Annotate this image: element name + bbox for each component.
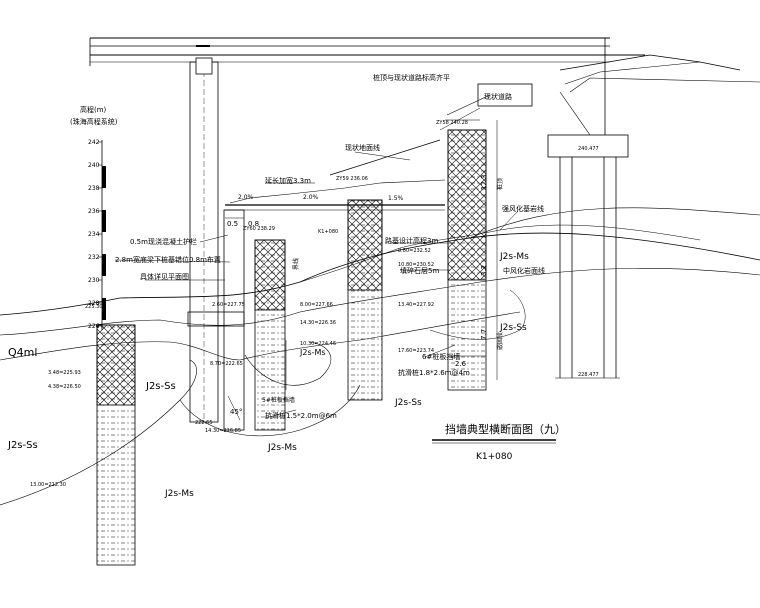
elev-b4: 2.60=227.75 [212,302,245,308]
dim-123: 12.3 [480,174,488,190]
boundary-label: 界线 [292,258,300,270]
axis-datum: (珠海高程系统) [70,117,118,126]
pier-left [187,57,245,423]
elev-b6: 14.30=216.85 [205,428,241,434]
elev-b16: 228.477 [578,372,599,378]
pier-align-note: 桩顶与现状道路标高齐平 [373,73,450,82]
drawing-title: 挡墙典型横断面图（九） [445,422,566,436]
axis-tick-label: 240 [88,162,100,169]
elevation-axis: 高程(m) (珠海高程系统) 2422402382362342322302282… [70,105,118,330]
extension-label: 延长加宽3.3m [265,176,311,185]
pile-2 [223,209,245,431]
pile-top-label: 桩顶 [496,178,504,190]
leaders [114,107,519,419]
angle-label: 45° [230,408,242,416]
pile-main-label: 抗滑桩1.8*2.6m@4m [398,368,470,377]
elev-b17: 222.65 [195,420,213,426]
see-plan-label: 具体详见平面图 [140,272,189,281]
elev-b13: 17.60=223.74 [398,348,434,354]
dimension-lines [225,120,498,421]
axis-tick-label: 228 [88,300,100,307]
borehole-labels: ZY60 238.29 ZY59 236.06 ZY58 240.28 3.48… [30,120,599,488]
elev-b2: 4.38=226.50 [48,384,81,390]
existing-ground-label: 现状地面线 [345,143,380,152]
weathered-line-label: 中风化岩面线 [503,266,545,275]
existing-road-label: 现状道路 [484,92,512,101]
pile-second-label: 抗滑桩1.5*2.0m@6m [265,411,337,420]
pier-right [477,66,629,379]
elev-b11: 10.80=230.52 [398,262,434,268]
axis-heading: 高程(m) [80,105,107,114]
five-pile-label: 5#桩板挡墙 [262,396,295,404]
borehole-zk2: ZY59 236.06 [336,176,368,182]
slope-2: 2.0% [303,194,319,201]
elev-b15: 240.477 [578,146,599,152]
bridge-deck [89,37,760,93]
elev-b3: 13.00=212.30 [30,482,66,488]
axis-tick-label: 238 [88,185,100,192]
dim-08: 0.8 [248,220,259,228]
strata-labels: Q4ml J2s-Ss J2s-Ss J2s-Ss J2s-Ss J2s-Ms … [7,252,529,499]
dim-05: 0.5 [227,220,238,228]
stratum-j2ss-4: J2s-Ss [499,323,527,333]
bedrock-line-label: 强风化基岩线 [502,204,544,213]
axis-tick-label: 226 [88,323,100,330]
slope-1: 2.0% [238,194,254,201]
dim-26: 2.6 [455,360,467,368]
dim-77: 7.7 [480,329,488,340]
axis-tick-label: 230 [88,277,100,284]
gravel-fill-label: 填碎石层5m [400,266,439,275]
elev-b5: 8.70=222.65 [210,361,243,367]
title-block: 挡墙典型横断面图（九） K1+080 [432,422,566,462]
beam-width-label: 2.8m宽底梁下桩基错位0.8m布置 [115,255,221,264]
guardrail-label: 0.5m现浇混凝土护栏 [130,237,197,246]
elev-b9: 10.30=224.46 [300,341,336,347]
axis-tick-label: 236 [88,208,100,215]
elev-b7: 8.00=227.66 [300,302,333,308]
elev-b1: 3.48=225.93 [48,370,81,376]
annotations: 桩顶与现状道路标高齐平 现状道路 现状地面线 延长加宽3.3m 2.0% 2.0… [115,73,545,420]
axis-tick-label: 232 [88,254,100,261]
depth-label: 嵌固段 [496,332,504,350]
stratum-j2ms-2: J2s-Ms [267,443,297,453]
beam-pile-label: 6#桩板挡墙 [422,352,460,361]
stratum-j2ms-4: J2s-Ms [299,348,326,357]
elev-b14: 225.30 [85,304,103,310]
stratum-j2ms-1: J2s-Ms [164,489,194,499]
axis-tick-label: 242 [88,139,100,146]
stratum-j2ss-3: J2s-Ss [394,398,422,408]
stratum-j2ms-3: J2s-Ms [499,252,529,262]
borehole-zk3: ZY58 240.28 [436,120,468,126]
elev-b12: 13.40=227.92 [398,302,434,308]
stratum-q4: Q4ml [8,346,37,359]
borehole-zk1: ZY60 238.29 [243,226,275,232]
dim-32: 3.2 [480,265,488,276]
stratum-j2ss-2: J2s-Ss [7,440,38,451]
k1-station-label: K1+080 [318,229,338,235]
slope-3: 1.5% [388,195,404,202]
axis-tick-label: 234 [88,231,100,238]
elev-b8: 14.30=226.36 [300,320,336,326]
road-design-label: 路基设计高程3m [385,236,438,245]
road-surface [225,94,491,211]
stratum-j2ss-1: J2s-Ss [145,381,176,392]
elev-b10: 8.80=232.52 [398,248,431,254]
station-label: K1+080 [476,452,513,462]
